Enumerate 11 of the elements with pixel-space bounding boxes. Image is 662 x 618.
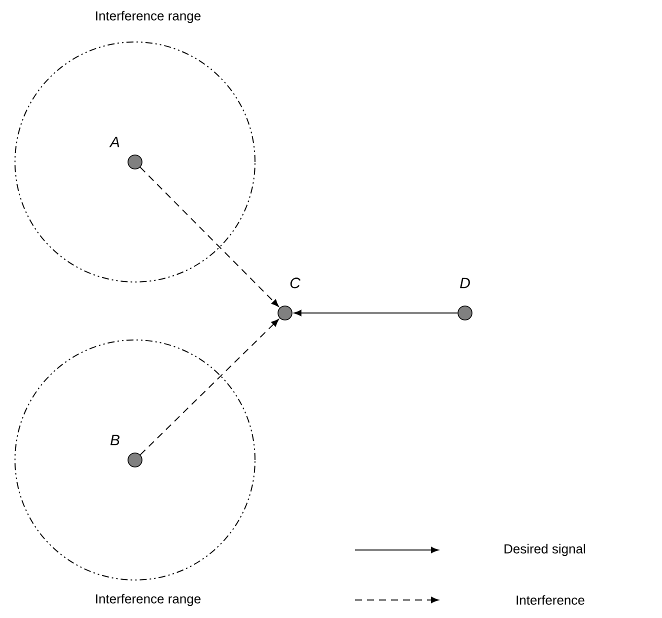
node-label: C [290,278,300,288]
node-label: B [110,434,120,446]
arrow [140,166,279,307]
node-label: D [460,278,470,288]
arrow [140,319,279,456]
range-label: Interference range [96,10,201,24]
legend-text: Interference [516,595,584,605]
node-label: A [109,136,120,148]
arrow [294,310,458,316]
legend-text: Desired signal [504,544,585,556]
range-label: Interference range [96,594,201,606]
